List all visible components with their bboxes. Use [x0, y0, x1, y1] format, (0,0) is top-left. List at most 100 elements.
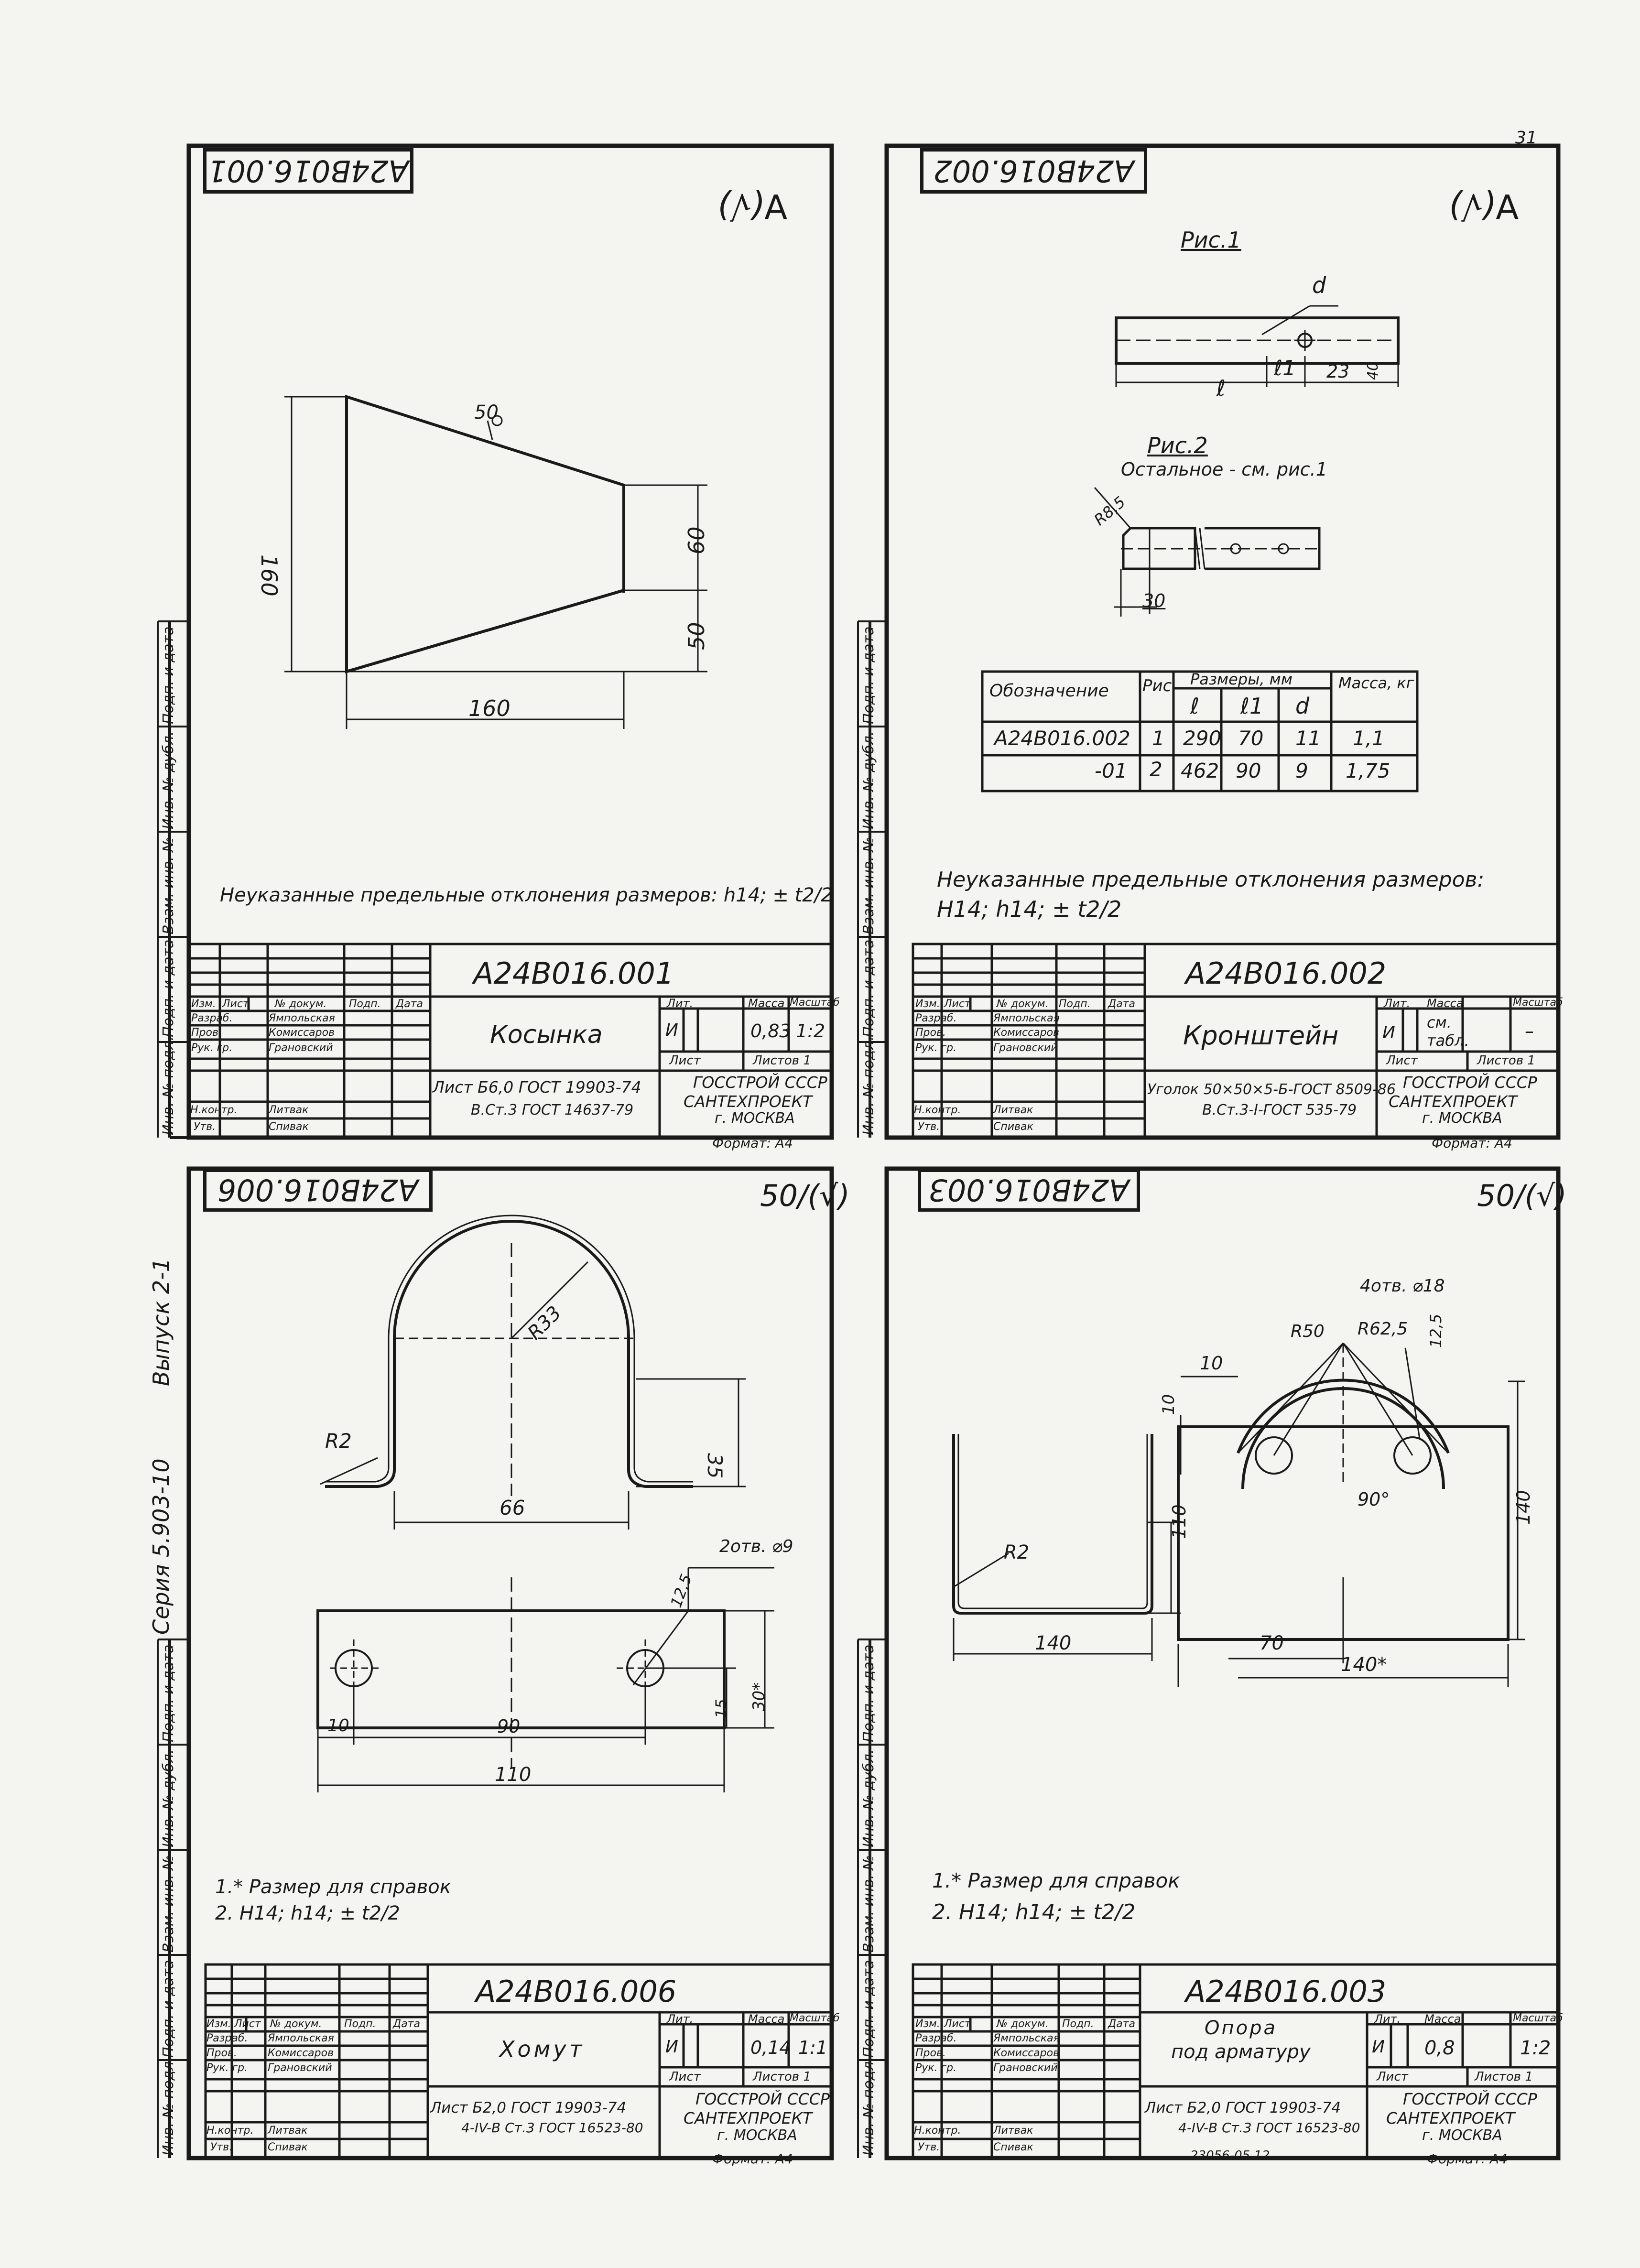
tb-003-h-doc: № докум. [997, 2018, 1049, 2030]
tb-001-scale: 1:2 [796, 1020, 825, 1042]
tb-001-r2-name: Комиссаров [269, 1027, 335, 1039]
tb-001-material-2: В.Ст.3 ГОСТ 14637-79 [471, 1102, 634, 1118]
margin-001-inv-podl: Инв. № подл. [160, 1036, 177, 1135]
fig1-label: Рис.1 [1181, 227, 1241, 253]
tb-006-col-scale: Масштаб [790, 2012, 840, 2024]
tb-001-sheet: Лист [669, 1053, 701, 1068]
tb-003-org-1: ГОССТРОЙ СССР [1403, 2090, 1537, 2108]
tb-002-r1-role: Разраб. [915, 1012, 957, 1024]
table-r1-c4: 70 [1238, 727, 1264, 750]
dim-006-holes: 2отв. ⌀9 [719, 1537, 793, 1556]
tb-006-name: Хомут [500, 2036, 585, 2062]
tb-006-r1-role: Разраб. [206, 2032, 248, 2044]
dim-003-110: 110 [1169, 1504, 1190, 1539]
tb-006-sheet: Лист [669, 2070, 701, 2084]
roughness-003: 50/(√) [1477, 1178, 1567, 1213]
tb-002-col-mass: Масса [1427, 997, 1464, 1010]
tb-003-col-mass: Масса [1424, 2012, 1461, 2026]
tb-002-h-izm: Изм. [915, 998, 940, 1010]
tb-001-r2-role: Пров. [191, 1027, 222, 1039]
tb-001-org-1: ГОССТРОЙ СССР [693, 1073, 827, 1092]
tb-001-h-izm: Изм. [191, 998, 216, 1010]
tb-001-r5-role: Н.контр. [190, 1104, 238, 1116]
tb-001-h-doc: № докум. [275, 998, 327, 1010]
tb-003-scale: 1:2 [1520, 2037, 1551, 2059]
tb-006-col-lit: Лит. [667, 2012, 694, 2026]
tb-003-h-izm: Изм. [915, 2018, 940, 2030]
tb-006-h-list: Лист [234, 2018, 261, 2030]
dim-003-r50: R50 [1291, 1322, 1325, 1341]
dim-006-90: 90 [497, 1716, 521, 1737]
tb-003-lit: И [1372, 2037, 1385, 2057]
tb-002-r6-name: Спивак [993, 1121, 1033, 1133]
dim-001-roughness-edge: 50 [474, 402, 499, 423]
tb-006-r6-name: Спивак [268, 2141, 308, 2153]
margin-001-podp-1: Подп. и дата [160, 939, 177, 1037]
tb-003-r5-role: Н.контр. [914, 2125, 961, 2137]
table-r2-c2: 2 [1150, 758, 1162, 781]
tb-002-col-lit: Лит. [1384, 997, 1411, 1010]
tb-003-r3-name: Грановский [993, 2062, 1058, 2074]
tb-003-sheet: Лист [1377, 2070, 1408, 2084]
tb-003-sheets: Листов 1 [1475, 2070, 1533, 2084]
tb-003-r6-role: Утв. [918, 2141, 940, 2153]
tb-006-sheets: Листов 1 [753, 2070, 811, 2084]
margin-001-podp-2: Подп. и дата [160, 626, 177, 724]
margin-001-dubl: Инв. № дубл. [160, 731, 177, 829]
margin-006-vzam: Взам. инв. № [160, 1855, 177, 1953]
tb-001-h-date: Дата [396, 998, 423, 1010]
tb-006-material-1: Лист Б2,0 ГОСТ 19903-74 [430, 2099, 627, 2116]
table-r1-c6: 1,1 [1353, 727, 1385, 750]
margin-002-vzam: Взам. инв. № [860, 837, 877, 934]
tb-002-r3-name: Грановский [993, 1042, 1058, 1054]
roughness-002: ∀(√) [1448, 186, 1519, 226]
table-r2-c5: 9 [1295, 759, 1308, 782]
tb-002-r5-name: Литвак [993, 1104, 1033, 1116]
tb-002-mass: см. табл. [1427, 1013, 1469, 1050]
margin-003-dubl: Инв. № дубл. [860, 1749, 877, 1847]
tb-002-r5-role: Н.контр. [914, 1104, 961, 1116]
tb-003-col-lit: Лит. [1374, 2012, 1401, 2026]
tb-006-scale: 1:1 [798, 2037, 828, 2058]
dim-006-10: 10 [327, 1716, 349, 1736]
table-h-fig: Рис. [1142, 676, 1177, 695]
tb-001-col-mass: Масса [748, 997, 785, 1010]
tb-003-stamp: 23056-05 12 [1190, 2149, 1270, 2163]
tb-001-col-lit: Лит. [667, 997, 694, 1010]
dim-001-h-top: 60 [684, 526, 709, 554]
tb-002-r6-role: Утв. [918, 1121, 940, 1133]
table-h-sizes: Размеры, мм [1190, 670, 1292, 688]
tb-006-h-date: Дата [393, 2018, 420, 2030]
dim-002-d: d [1312, 272, 1326, 298]
note-002-1: Неуказанные предельные отклонения размер… [937, 868, 1485, 892]
tb-002-code: А24В016.002 [1185, 956, 1387, 991]
margin-003-inv-podl: Инв. № подл. [860, 2057, 877, 2156]
tb-003-name-2: под арматуру [1171, 2041, 1311, 2063]
roughness-001: ∀(√) [717, 186, 788, 226]
tb-003-col-scale: Масштаб [1513, 2012, 1563, 2024]
tb-001-r1-name: Ямпольская [269, 1012, 335, 1024]
dim-002-40: 40 [1365, 361, 1381, 380]
tb-002-r2-role: Пров. [915, 1027, 946, 1039]
dim-001-h-bottom: 50 [684, 622, 709, 650]
tb-003-r3-role: Рук. гр. [915, 2062, 957, 2074]
dim-003-r2: R2 [1004, 1541, 1030, 1563]
tb-006-org-3: г. МОСКВА [717, 2127, 797, 2144]
margin-002-inv-podl: Инв. № подл. [860, 1036, 877, 1135]
dim-002-l: ℓ [1216, 375, 1226, 401]
dim-003-140s: 140* [1341, 1654, 1387, 1676]
tb-001-format: Формат: А4 [712, 1135, 793, 1151]
tb-001-col-scale: Масштаб [790, 997, 840, 1009]
tb-001-r1-role: Разраб. [191, 1012, 233, 1024]
margin-003-podp-2: Подп. и дата [860, 1644, 877, 1742]
tb-006-r2-role: Пров. [206, 2047, 237, 2059]
tb-003-name-1: Опора [1205, 2017, 1278, 2039]
tb-002-r2-name: Комиссаров [993, 1027, 1060, 1039]
table-h-mass: Масса, кг [1338, 674, 1414, 692]
code-stamp-001: А24В016.001 [203, 148, 413, 194]
tb-001-material-1: Лист Б6,0 ГОСТ 19903-74 [433, 1078, 641, 1096]
tb-003-r2-role: Пров. [915, 2047, 946, 2059]
tb-003-h-sign: Подп. [1062, 2018, 1094, 2030]
tb-002-sheets: Листов 1 [1477, 1053, 1535, 1068]
